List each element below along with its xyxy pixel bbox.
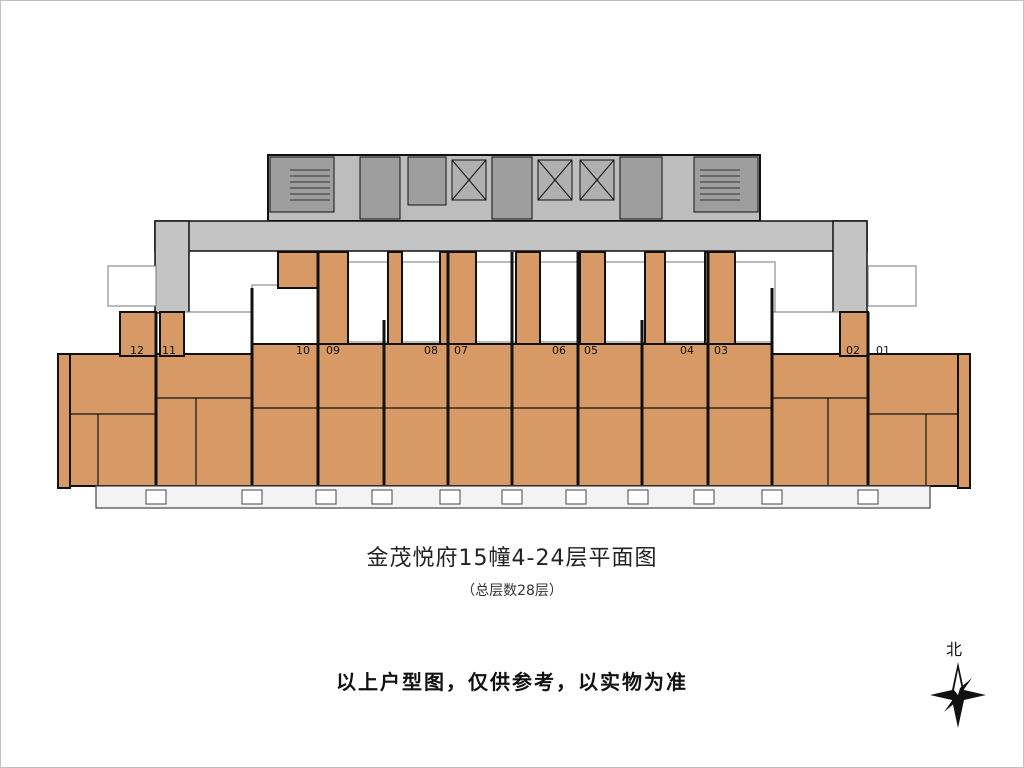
core-block xyxy=(267,154,761,222)
unit-label: 12 xyxy=(130,344,144,357)
disclaimer-text: 以上户型图，仅供参考，以实物为准 xyxy=(336,670,688,694)
plan-title: 金茂悦府15幢4-24层平面图 xyxy=(366,546,658,571)
unit-label: 11 xyxy=(162,344,176,357)
floor-plan: 12 11 10 09 08 07 06 05 04 03 02 01 xyxy=(57,154,971,509)
balcony-strip xyxy=(95,485,931,509)
corridor xyxy=(154,220,868,314)
unit-labels: 12 11 10 09 08 07 06 05 04 03 02 01 xyxy=(130,344,890,357)
unit-label: 09 xyxy=(326,344,340,357)
unit-label: 07 xyxy=(454,344,468,357)
unit-label: 05 xyxy=(584,344,598,357)
unit-label: 06 xyxy=(552,344,566,357)
north-label: 北 xyxy=(946,640,963,659)
plan-subtitle: （总层数28层） xyxy=(461,583,563,599)
unit-label: 10 xyxy=(296,344,310,357)
compass-icon xyxy=(930,662,986,728)
unit-label: 03 xyxy=(714,344,728,357)
unit-label: 08 xyxy=(424,344,438,357)
left-edge xyxy=(57,353,71,489)
right-edge xyxy=(957,353,971,489)
unit-label: 02 xyxy=(846,344,860,357)
unit-label: 04 xyxy=(680,344,694,357)
unit-label: 01 xyxy=(876,344,890,357)
party-walls xyxy=(154,252,870,486)
